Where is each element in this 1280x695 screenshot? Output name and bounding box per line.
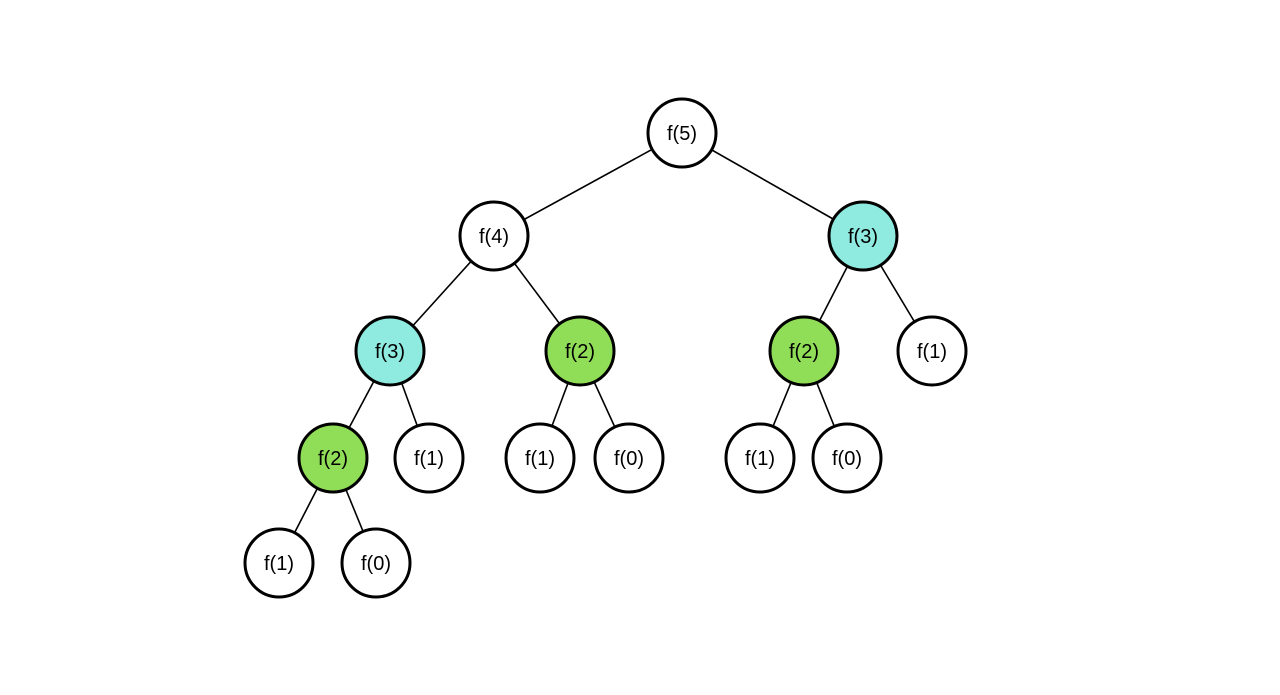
tree-node-circle-f1r bbox=[896, 315, 968, 387]
tree-node-f2m: f(2) bbox=[544, 315, 616, 387]
tree-node-f2r: f(2) bbox=[768, 315, 840, 387]
tree-node-circle-f0a bbox=[593, 422, 665, 494]
tree-node-circle-f1d bbox=[243, 527, 315, 599]
tree-node-circle-f5 bbox=[646, 97, 718, 169]
tree-node-circle-f0c bbox=[340, 527, 412, 599]
tree-node-circle-f3l bbox=[354, 315, 426, 387]
tree-node-label-f1b: f(1) bbox=[525, 448, 555, 470]
tree-node-f0a: f(0) bbox=[593, 422, 665, 494]
tree-node-label-f1d: f(1) bbox=[264, 553, 294, 575]
tree-node-label-f3r: f(3) bbox=[848, 226, 878, 248]
tree-node-label-f1a: f(1) bbox=[414, 448, 444, 470]
tree-node-f1r: f(1) bbox=[896, 315, 968, 387]
tree-node-circle-f1c bbox=[724, 422, 796, 494]
tree-node-circle-f1a bbox=[393, 422, 465, 494]
tree-node-label-f0c: f(0) bbox=[361, 553, 391, 575]
tree-edge-f5-f4 bbox=[493, 132, 683, 237]
tree-node-f1b: f(1) bbox=[504, 422, 576, 494]
tree-node-circle-f2m bbox=[544, 315, 616, 387]
tree-node-f3l: f(3) bbox=[354, 315, 426, 387]
tree-node-f0b: f(0) bbox=[811, 422, 883, 494]
tree-node-circle-f1b bbox=[504, 422, 576, 494]
tree-node-label-f3l: f(3) bbox=[375, 341, 405, 363]
tree-node-f3r: f(3) bbox=[827, 200, 899, 272]
tree-node-circle-f0b bbox=[811, 422, 883, 494]
tree-node-label-f1c: f(1) bbox=[745, 448, 775, 470]
tree-node-f5: f(5) bbox=[646, 97, 718, 169]
tree-nodes-layer: f(5) f(4) f(3) f(3) f(2) f(2) f(1) f(2) f(1) f(1)… bbox=[243, 97, 968, 599]
tree-node-f4: f(4) bbox=[458, 200, 530, 272]
tree-node-f1a: f(1) bbox=[393, 422, 465, 494]
tree-node-label-f2m: f(2) bbox=[565, 341, 595, 363]
tree-node-f1d: f(1) bbox=[243, 527, 315, 599]
tree-node-circle-f2r bbox=[768, 315, 840, 387]
tree-node-f1c: f(1) bbox=[724, 422, 796, 494]
tree-node-circle-f3r bbox=[827, 200, 899, 272]
tree-node-label-f2r: f(2) bbox=[789, 341, 819, 363]
tree-node-label-f0b: f(0) bbox=[832, 448, 862, 470]
tree-node-label-f2l: f(2) bbox=[318, 448, 348, 470]
tree-node-label-f1r: f(1) bbox=[917, 341, 947, 363]
tree-node-circle-f4 bbox=[458, 200, 530, 272]
tree-node-label-f5: f(5) bbox=[667, 123, 697, 145]
tree-node-f2l: f(2) bbox=[297, 422, 369, 494]
tree-node-f0c: f(0) bbox=[340, 527, 412, 599]
tree-node-label-f4: f(4) bbox=[479, 226, 509, 248]
tree-node-label-f0a: f(0) bbox=[614, 448, 644, 470]
tree-node-circle-f2l bbox=[297, 422, 369, 494]
